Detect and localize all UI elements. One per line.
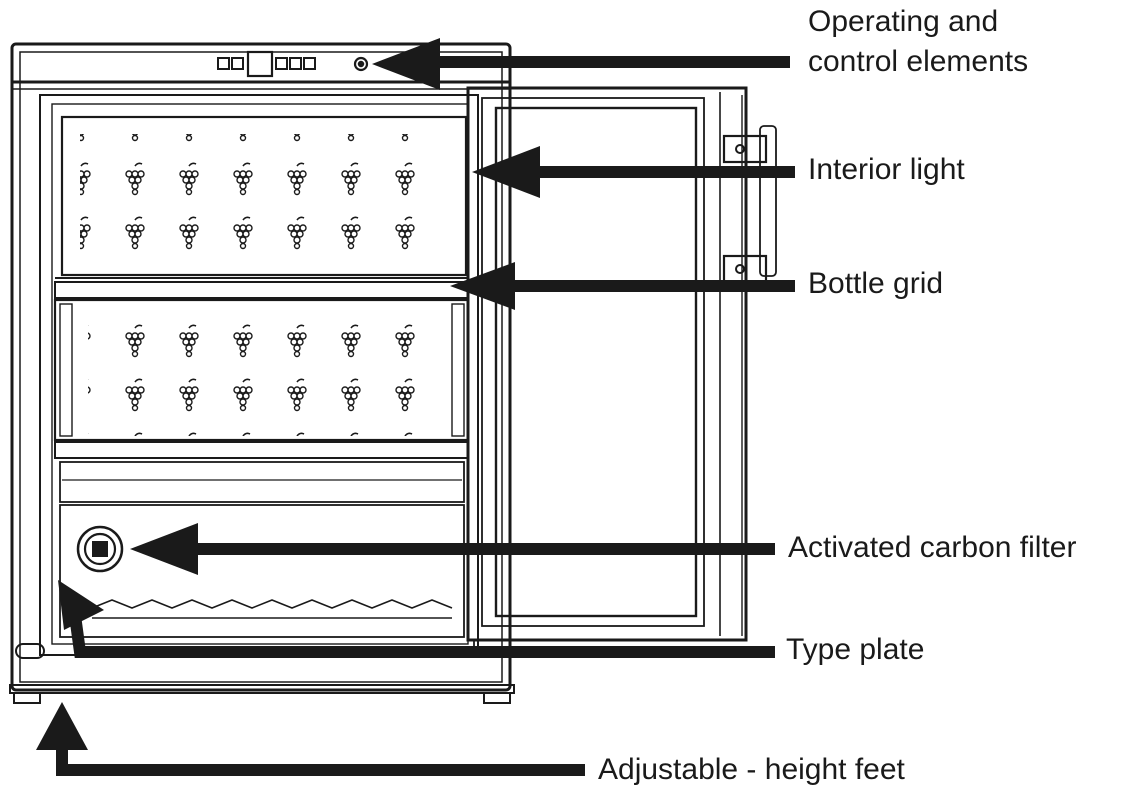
label-bottle-grid: Bottle grid xyxy=(808,267,944,300)
upper-compartment xyxy=(55,115,468,279)
label-carbon-filter: Activated carbon filter xyxy=(788,531,1077,564)
middle-compartment xyxy=(53,298,470,503)
label-operating-line2: control elements xyxy=(808,45,1029,78)
callout-arrows xyxy=(36,38,795,776)
adjustable-feet xyxy=(13,692,511,704)
label-feet: Adjustable - height feet xyxy=(598,753,905,786)
label-type-plate: Type plate xyxy=(786,633,925,666)
label-interior-light: Interior light xyxy=(808,153,965,186)
arrow-interior-light xyxy=(472,146,795,198)
arrow-carbon-filter xyxy=(130,523,775,575)
arrow-feet xyxy=(36,702,585,776)
arrow-type-plate xyxy=(58,580,775,658)
control-panel xyxy=(217,50,369,78)
arrow-operating xyxy=(372,38,790,90)
carbon-filter xyxy=(76,525,124,573)
label-operating-line1: Operating and xyxy=(808,5,999,38)
bottle-grid-shelf xyxy=(54,281,469,299)
arrow-bottle-grid xyxy=(450,262,795,310)
lower-compartment xyxy=(59,504,465,638)
